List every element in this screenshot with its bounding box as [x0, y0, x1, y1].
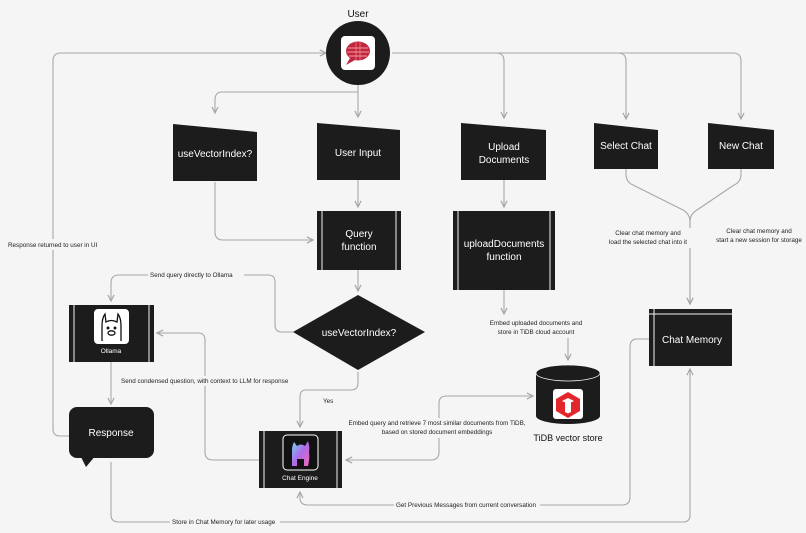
llama-index-logo-icon	[292, 441, 310, 466]
label-embed-uploaded-1: Embed uploaded documents and	[490, 320, 583, 327]
edge-user-to-new-chat	[392, 52, 741, 119]
new-chat-label: New Chat	[719, 141, 763, 152]
response-label: Response	[88, 428, 133, 439]
edge-user-to-use-vector-index	[215, 91, 358, 113]
label-clear-load-2: load the selected chat into it	[609, 239, 687, 246]
chat-engine-node: Chat Engine	[259, 431, 342, 488]
label-embed-retrieve-2: based on stored document embeddings	[382, 429, 493, 436]
query-function-label-2: function	[341, 242, 376, 253]
ollama-node: Ollama	[69, 305, 154, 362]
edges	[52, 52, 742, 523]
new-chat-node: New Chat	[708, 123, 774, 169]
edge-user-to-upload	[392, 52, 504, 118]
upload-documents-label-2: Documents	[479, 155, 530, 166]
upload-documents-function-node: uploadDocuments function	[453, 211, 555, 290]
select-chat-node: Select Chat	[594, 123, 658, 169]
edge-new-chat-to-memory	[690, 169, 742, 304]
chat-bubble-icon	[346, 41, 370, 65]
tidb-logo-icon	[553, 389, 583, 419]
edge-select-chat-to-memory	[625, 169, 690, 304]
upload-documents-function-label-1: uploadDocuments	[464, 239, 545, 250]
label-clear-load-1: Clear chat memory and	[615, 230, 681, 237]
user-input-label: User Input	[335, 148, 381, 159]
edge-labels: Response returned to user in UI Send que…	[6, 226, 805, 527]
chat-memory-node: Chat Memory	[649, 309, 732, 366]
ollama-logo-icon	[101, 312, 122, 341]
select-chat-label: Select Chat	[600, 141, 652, 152]
upload-documents-label-1: Upload	[488, 142, 520, 153]
edge-decision-to-chat-engine	[300, 372, 359, 427]
label-response-returned: Response returned to user in UI	[8, 242, 98, 249]
edge-memory-to-chat-engine	[300, 338, 649, 506]
tidb-vector-store-node: TiDB vector store	[533, 364, 603, 443]
edge-response-to-memory	[110, 369, 690, 523]
chat-memory-label: Chat Memory	[662, 335, 722, 346]
response-node: Response	[69, 407, 154, 467]
edge-decision-to-ollama	[111, 274, 293, 333]
use-vector-index-decision-node: useVectorIndex?	[293, 295, 425, 370]
label-clear-new-1: Clear chat memory and	[726, 228, 792, 235]
label-send-condensed: Send condensed question, with context to…	[121, 378, 289, 385]
label-clear-new-2: start a new session for storage	[716, 237, 802, 244]
use-vector-index-decision-label: useVectorIndex?	[322, 328, 397, 339]
query-function-label-1: Query	[345, 229, 372, 240]
upload-documents-function-label-2: function	[486, 252, 521, 263]
user-title: User	[347, 9, 369, 20]
user-input-node: User Input	[317, 123, 400, 180]
use-vector-index-input-node: useVectorIndex?	[173, 124, 257, 181]
label-send-directly: Send query directly to Ollama	[150, 272, 233, 279]
edge-use-vector-index-to-query	[214, 182, 313, 240]
tidb-vector-store-label: TiDB vector store	[533, 433, 602, 443]
label-yes: Yes	[323, 398, 333, 405]
edge-user-to-select-chat	[392, 52, 626, 119]
query-function-node: Query function	[317, 211, 401, 270]
label-get-previous: Get Previous Messages from current conve…	[396, 502, 536, 509]
ollama-label: Ollama	[101, 348, 122, 355]
use-vector-index-input-label: useVectorIndex?	[178, 149, 253, 160]
label-embed-retrieve-1: Embed query and retrieve 7 most similar …	[348, 420, 525, 427]
label-store-memory: Store in Chat Memory for later usage	[172, 519, 276, 526]
upload-documents-node: Upload Documents	[461, 123, 546, 180]
edge-chat-engine-to-ollama	[157, 333, 259, 461]
label-embed-uploaded-2: store in TiDB cloud account	[498, 329, 575, 336]
user-node: User	[326, 9, 390, 85]
chat-engine-label: Chat Engine	[282, 475, 318, 482]
